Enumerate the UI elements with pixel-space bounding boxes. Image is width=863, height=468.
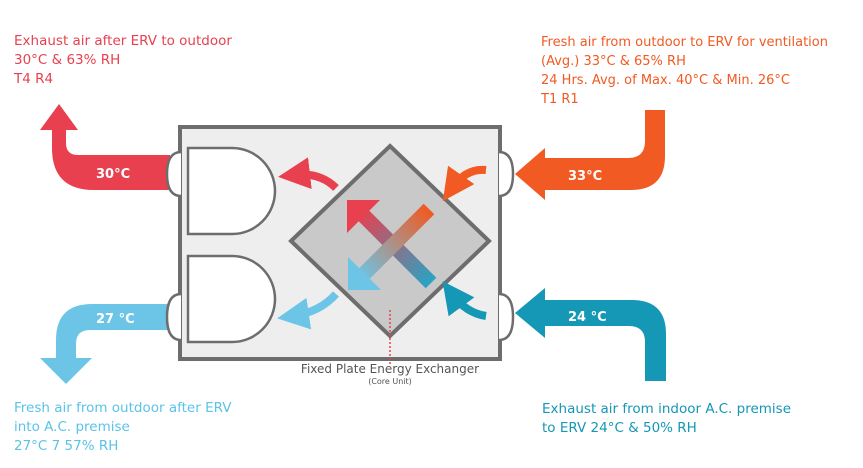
exhaust-fan <box>186 146 277 236</box>
supply-duct <box>56 304 170 358</box>
core-caption: Fixed Plate Energy Exchanger <box>300 362 480 376</box>
flow-arrow-fresh <box>442 165 487 202</box>
exhaust-out-label-line-2: 30°C & 63% RH <box>14 52 121 68</box>
collar-bottom-right <box>498 292 515 342</box>
supply-temp: 27 °C <box>96 312 135 327</box>
fresh-in-label-line-4: T1 R1 <box>541 92 579 107</box>
core-flow-red-blue-head <box>347 200 380 233</box>
fresh-in-arrowhead <box>515 148 545 200</box>
fresh-in-label-line-3: 24 Hrs. Avg. of Max. 40°C & Min. 26°C <box>541 73 790 88</box>
fresh-in-duct <box>545 110 665 190</box>
supply-arrowhead <box>40 358 92 384</box>
flow-arrow-return <box>442 281 487 320</box>
return-label: Exhaust air from indoor A.C. premise to … <box>542 400 791 438</box>
collar-top-right <box>498 150 515 198</box>
core-flow-orange-sky-head <box>348 257 381 290</box>
exhaust-out-label: Exhaust air after ERV to outdoor 30°C & … <box>14 32 232 89</box>
fresh-in-label-line-1: Fresh air from outdoor to ERV for ventil… <box>541 35 828 50</box>
fresh-in-temp: 33°C <box>568 169 602 184</box>
core-sub-caption: (Core Unit) <box>368 377 412 386</box>
core-flow-orange-sky <box>354 203 435 284</box>
fresh-in-label: Fresh air from outdoor to ERV for ventil… <box>541 33 828 109</box>
return-temp: 24 °C <box>568 310 607 325</box>
flow-arrow-supply <box>277 291 339 330</box>
supply-label-line-1: Fresh air from outdoor after ERV <box>14 400 232 416</box>
exhaust-out-duct-body <box>52 130 170 190</box>
collar-bottom-left <box>165 292 182 342</box>
exhaust-out-label-line-1: Exhaust air after ERV to outdoor <box>14 33 232 49</box>
supply-label: Fresh air from outdoor after ERV into A.… <box>14 399 231 456</box>
exhaust-out-temp: 30°C <box>96 167 130 182</box>
return-label-line-1: Exhaust air from indoor A.C. premise <box>542 401 791 417</box>
supply-fan <box>186 254 277 344</box>
flow-arrow-exhaust <box>278 157 339 191</box>
exhaust-out-arrowhead <box>40 104 78 130</box>
collar-top-left <box>165 150 182 198</box>
exhaust-out-label-line-3: T4 R4 <box>14 71 54 87</box>
supply-label-line-3: 27°C 7 57% RH <box>14 438 119 454</box>
return-duct <box>545 300 666 381</box>
supply-label-line-2: into A.C. premise <box>14 419 130 435</box>
return-label-line-2: to ERV 24°C & 50% RH <box>542 420 697 436</box>
return-arrowhead <box>515 288 545 338</box>
fresh-in-label-line-2: (Avg.) 33°C & 65% RH <box>541 54 686 69</box>
